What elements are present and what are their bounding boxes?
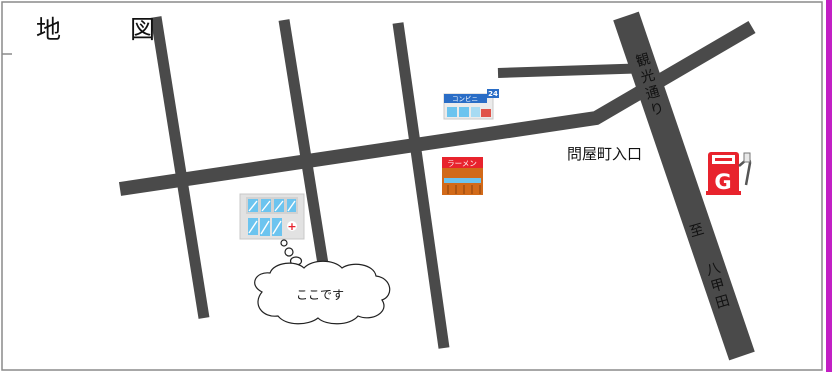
junction-label: 問屋町入口 [567, 145, 643, 163]
you-are-here-label: ここです [296, 288, 345, 302]
hospital-cross: + [287, 220, 296, 233]
convenience-store-badge: 24 [488, 90, 498, 98]
window-edge-accent [826, 0, 832, 372]
side-street-1 [150, 16, 210, 319]
convenience-store-sign: コンビニ [452, 94, 478, 103]
hospital-icon [239, 193, 305, 240]
map-title: 地 図 [36, 15, 178, 44]
branch-road [497, 63, 653, 78]
side-street-3 [392, 22, 450, 349]
ramen-shop-icon [442, 157, 483, 195]
ramen-shop-sign: ラーメン [447, 159, 477, 168]
convenience-store-icon [443, 89, 499, 120]
side-street-2 [278, 19, 329, 265]
you-are-here-bubble [254, 239, 391, 325]
roads [118, 11, 756, 361]
gas-station-icon [706, 152, 752, 195]
main-road [118, 20, 756, 196]
road-kanko-dori [613, 11, 755, 361]
gas-station-sign: G [714, 170, 731, 194]
